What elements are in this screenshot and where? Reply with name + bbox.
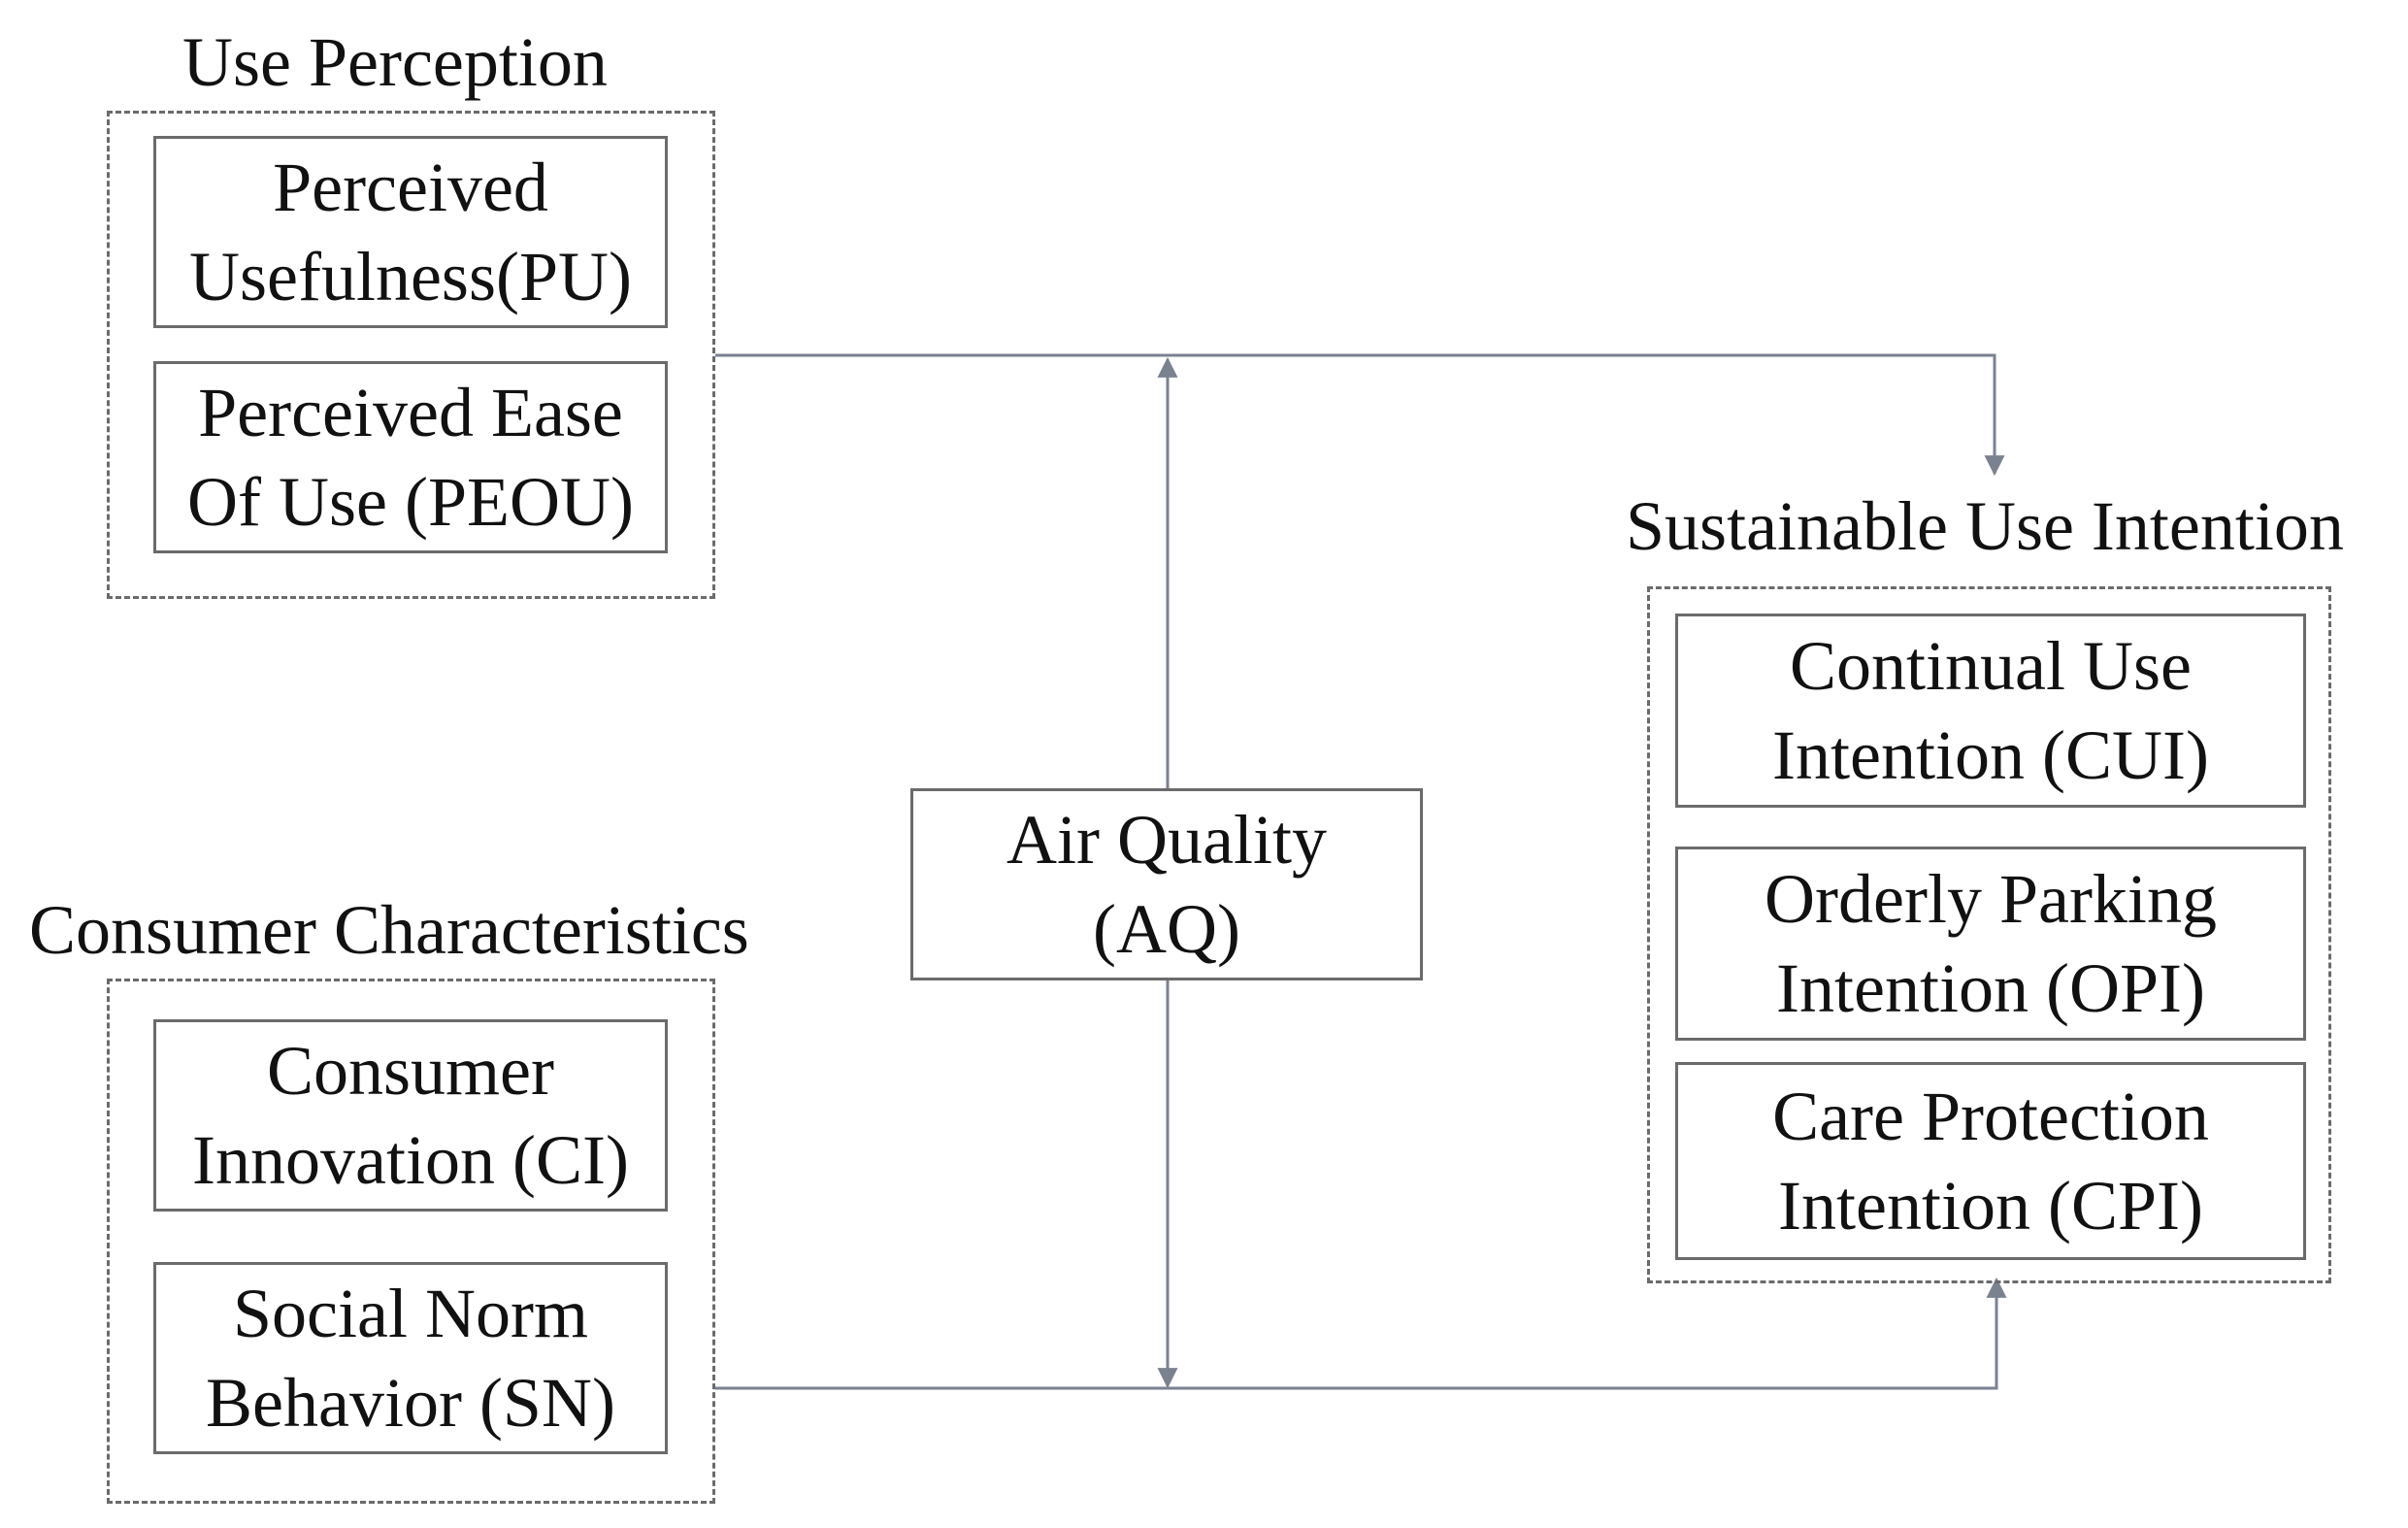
- consumer-characteristics-group: [107, 979, 715, 1504]
- sn-line1: Social Norm: [233, 1275, 588, 1352]
- orderly-parking-intention-box: Orderly Parking Intention (OPI): [1675, 847, 2306, 1041]
- opi-line2: Intention (OPI): [1776, 949, 2205, 1027]
- use-perception-title: Use Perception: [182, 23, 608, 101]
- cui-line2: Intention (CUI): [1772, 716, 2209, 794]
- aq-line1: Air Quality: [1006, 801, 1327, 879]
- care-protection-intention-box: Care Protection Intention (CPI): [1675, 1062, 2306, 1260]
- arrow-use-perception-to-intention: [715, 353, 2005, 477]
- pu-line1: Perceived: [273, 149, 548, 226]
- sn-line2: Behavior (SN): [206, 1364, 615, 1442]
- consumer-innovation-box: Consumer Innovation (CI): [153, 1019, 668, 1212]
- cui-line1: Continual Use: [1790, 627, 2192, 705]
- ci-line1: Consumer: [267, 1032, 554, 1110]
- perceived-usefulness-box: Perceived Usefulness(PU): [153, 136, 668, 328]
- cpi-line1: Care Protection: [1772, 1078, 2209, 1155]
- social-norm-behavior-box: Social Norm Behavior (SN): [153, 1262, 668, 1454]
- use-perception-group: [107, 111, 715, 599]
- perceived-ease-of-use-box: Perceived Ease Of Use (PEOU): [153, 361, 668, 553]
- opi-line1: Orderly Parking: [1765, 860, 2217, 938]
- aq-line2: (AQ): [1093, 890, 1240, 968]
- air-quality-box: Air Quality (AQ): [910, 788, 1423, 980]
- sustainable-use-intention-group: [1647, 586, 2331, 1283]
- pu-line2: Usefulness(PU): [189, 238, 632, 316]
- ci-line2: Innovation (CI): [192, 1121, 629, 1199]
- continual-use-intention-box: Continual Use Intention (CUI): [1675, 614, 2306, 808]
- sustainable-use-intention-title: Sustainable Use Intention: [1626, 487, 2344, 565]
- consumer-characteristics-title: Consumer Characteristics: [29, 891, 749, 969]
- arrow-consumer-characteristics-to-intention: [715, 1277, 2007, 1390]
- peou-line2: Of Use (PEOU): [187, 463, 634, 541]
- cpi-line2: Intention (CPI): [1778, 1167, 2203, 1245]
- peou-line1: Perceived Ease: [198, 374, 623, 451]
